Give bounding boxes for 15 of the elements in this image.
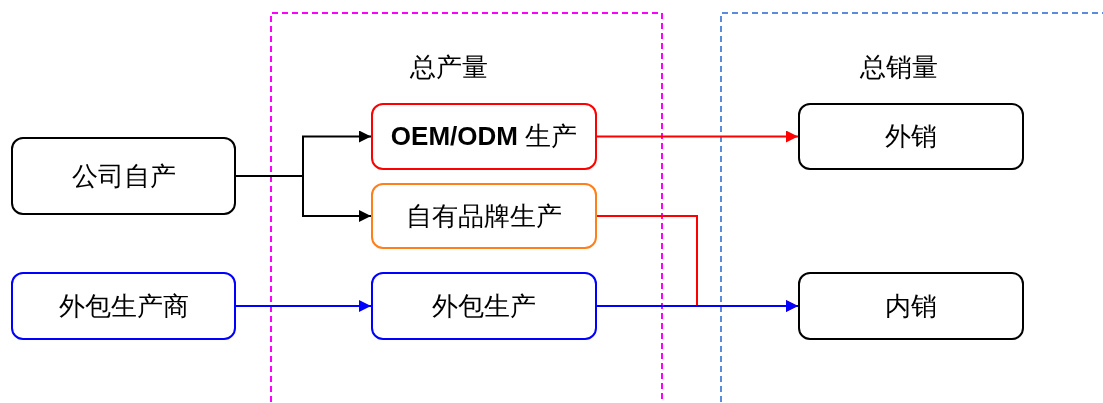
process-box: 外包生产商	[11, 272, 236, 340]
process-box: OEM/ODM 生产	[371, 103, 597, 170]
process-box: 公司自产	[11, 137, 236, 215]
region-heading: 总销量	[860, 51, 938, 84]
process-box: 自有品牌生产	[371, 183, 597, 249]
arrow	[596, 130, 799, 143]
process-box: 外销	[798, 103, 1024, 170]
arrow	[596, 300, 799, 312]
dashed-region	[720, 12, 1103, 403]
arrow	[235, 175, 372, 222]
process-box: 内销	[798, 272, 1024, 340]
arrow	[235, 300, 372, 312]
region-heading: 总产量	[410, 51, 488, 84]
process-box: 外包生产	[371, 272, 597, 340]
dashed-region	[270, 12, 663, 403]
